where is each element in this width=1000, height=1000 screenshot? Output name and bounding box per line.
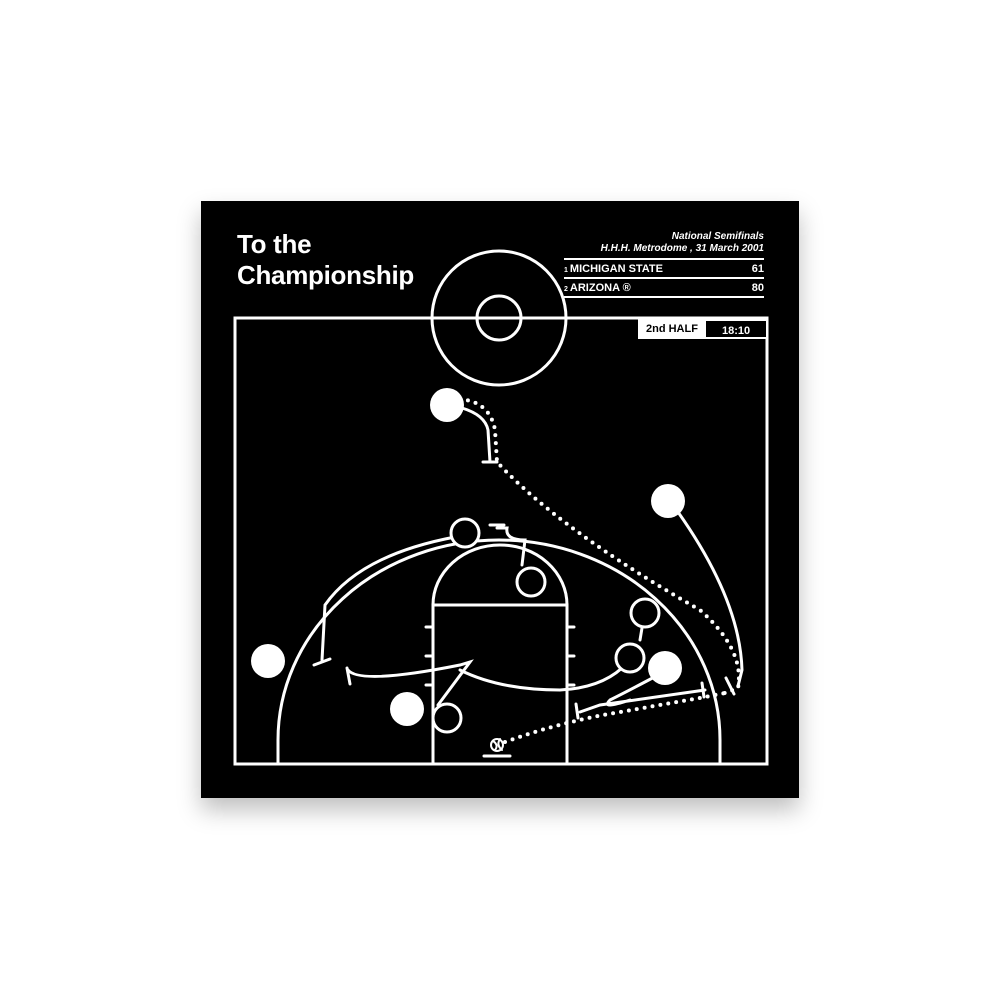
movement-lines [312, 406, 744, 720]
poster: To the Championship National Semifinals … [201, 201, 799, 798]
defense-players [431, 517, 661, 734]
offense-player [390, 692, 424, 726]
defense-player [515, 566, 547, 598]
game-clock: 2nd HALF 18:10 [638, 319, 769, 339]
three-point-arc [276, 538, 722, 766]
defense-player [431, 702, 463, 734]
lane-ticks [424, 625, 576, 687]
offense-players [251, 388, 685, 726]
title-line-2: Championship [237, 260, 414, 290]
period-label: 2nd HALF [638, 319, 706, 339]
center-circle [430, 249, 568, 387]
team-score: 61 [751, 262, 764, 275]
team-score: 80 [751, 281, 764, 294]
clock-time: 18:10 [705, 319, 769, 339]
free-throw-arc [431, 543, 569, 607]
defense-player [449, 517, 481, 549]
venue-date: H.H.H. Metrodome , 31 March 2001 [600, 243, 764, 254]
team-name: MICHIGAN STATE [569, 262, 663, 275]
offense-player [430, 388, 464, 422]
defense-player [614, 642, 646, 674]
pass-lines [458, 397, 741, 744]
title-line-1: To the [237, 229, 312, 259]
offense-player [251, 644, 285, 678]
center-circle-inner [475, 294, 523, 342]
team-seed: 2 [564, 285, 568, 293]
basketball-icon [490, 738, 504, 752]
offense-player [648, 651, 682, 685]
game-info: National Semifinals H.H.H. Metrodome , 3… [564, 231, 764, 298]
event-name: National Semifinals [671, 231, 764, 242]
defense-player [629, 597, 661, 629]
poster-title: To the Championship [237, 229, 414, 291]
offense-player [651, 484, 685, 518]
team-name: ARIZONA ® [569, 281, 631, 294]
team-seed: 1 [564, 266, 568, 274]
